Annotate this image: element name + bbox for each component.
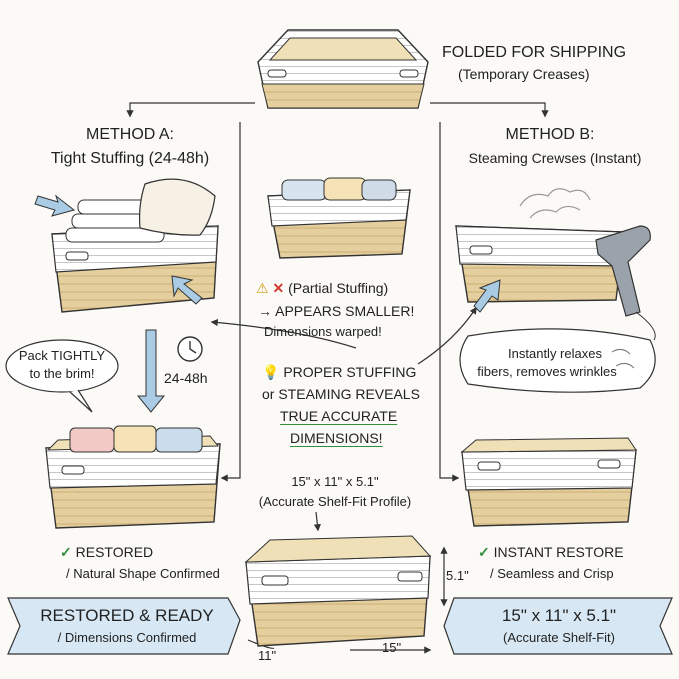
bubble-a-line-1: Pack TIGHTLY (18, 348, 106, 363)
header-subtitle: (Temporary Creases) (458, 66, 589, 82)
warning-line-1: → APPEARS SMALLER! (258, 303, 414, 319)
proper-line-1-row: 💡 PROPER STUFFING (262, 364, 416, 381)
method-a-result-sub: / Natural Shape Confirmed (66, 566, 220, 581)
final-depth-label: 11" (258, 648, 276, 663)
final-width-label: 15" (382, 640, 401, 655)
check-icon-b: ✓ (478, 544, 490, 560)
basket-method-a-restored (46, 426, 220, 528)
method-b-subtitle: Steaming Crewses (Instant) (440, 150, 670, 166)
cross-icon: ✕ (272, 280, 284, 296)
proper-line-3: TRUE ACCURATE (280, 408, 397, 424)
method-a-subtitle: Tight Stuffing (24-48h) (30, 150, 230, 168)
bubble-b-line-1: Instantly relaxes (470, 346, 640, 361)
partial-label: (Partial Stuffing) (288, 280, 388, 296)
basket-partial-stuffing (268, 178, 410, 258)
proper-line-1: PROPER STUFFING (283, 364, 416, 380)
method-a-result-title-row: ✓ RESTORED (60, 544, 153, 561)
basket-folded-top (258, 30, 428, 108)
warning-icon: ⚠ (256, 280, 269, 296)
center-dimensions-sub: (Accurate Shelf-Fit Profile) (230, 494, 440, 509)
banner-left-line-1: RESTORED & READY (22, 606, 232, 626)
clock-icon (178, 337, 202, 361)
proper-line-2: or STEAMING REVEALS (262, 386, 420, 402)
method-b-title: METHOD B: (460, 126, 640, 144)
proper-line-4: DIMENSIONS! (290, 430, 383, 446)
partial-stuffing-row: ⚠ ✕ (Partial Stuffing) (256, 280, 388, 297)
method-a-title: METHOD A: (40, 126, 220, 144)
lightbulb-icon: 💡 (262, 364, 279, 380)
header-title: FOLDED FOR SHIPPING (442, 44, 626, 62)
warning-line-2: Dimensions warped! (264, 324, 382, 339)
method-b-result-title-row: ✓ INSTANT RESTORE (478, 544, 624, 561)
method-b-result-title: INSTANT RESTORE (494, 544, 624, 560)
check-icon-a: ✓ (60, 544, 72, 560)
banner-right-line-2: (Accurate Shelf-Fit) (454, 630, 664, 645)
bubble-a-line-2: to the brim! (18, 366, 106, 381)
banner-right-line-1: 15" x 11" x 5.1" (454, 606, 664, 626)
method-a-result-title: RESTORED (76, 544, 154, 560)
basket-final-dimensions (246, 536, 430, 646)
method-b-result-sub: / Seamless and Crisp (490, 566, 614, 581)
final-height-label: 5.1" (446, 568, 469, 583)
center-dimensions: 15" x 11" x 5.1" (240, 474, 430, 489)
basket-method-b-restored (462, 438, 636, 526)
bubble-b-line-2: fibers, removes wrinkles (462, 364, 632, 379)
time-label: 24-48h (164, 370, 208, 386)
banner-left-line-2: / Dimensions Confirmed (22, 630, 232, 645)
